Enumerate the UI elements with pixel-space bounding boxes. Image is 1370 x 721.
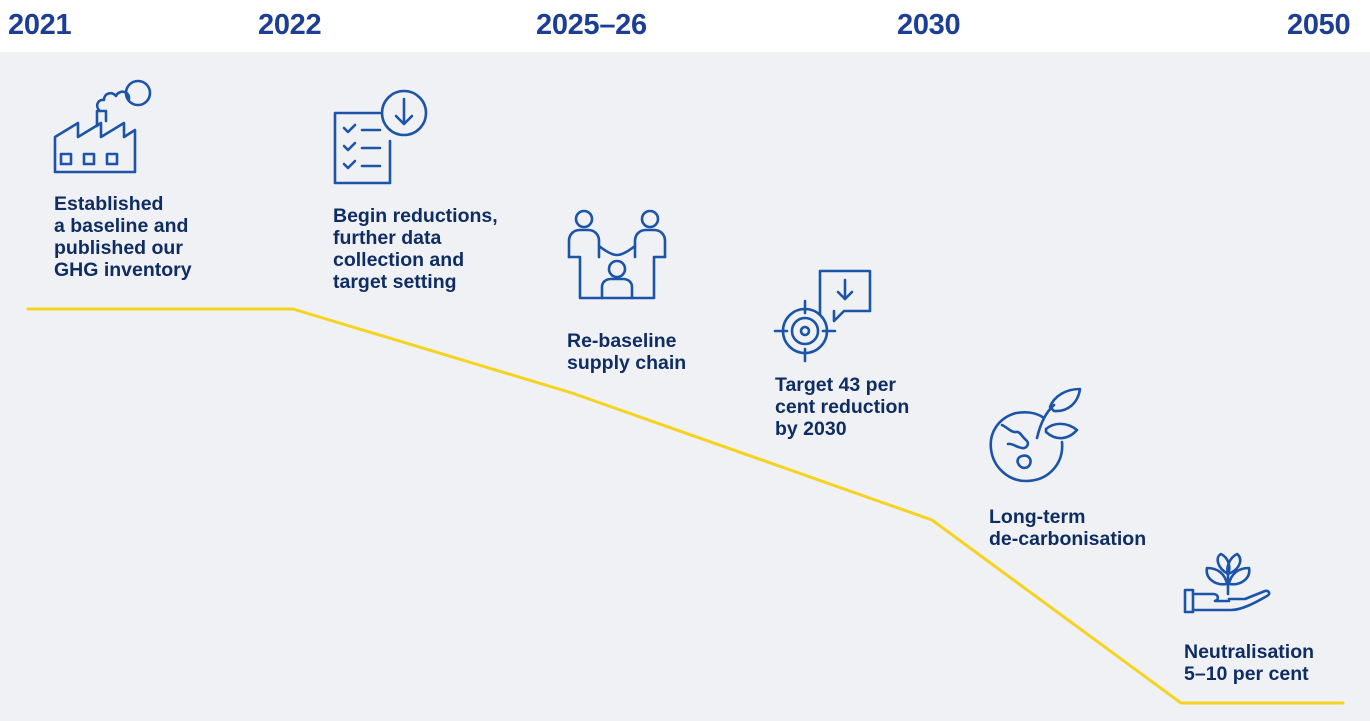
year-label-2022: 2022 <box>258 9 322 41</box>
year-label-2021: 2021 <box>8 9 72 41</box>
hand-plant-icon <box>1183 552 1271 614</box>
milestone-label-decarbonisation: Long-term de-carbonisation <box>989 506 1147 550</box>
year-label-2050: 2050 <box>1287 9 1351 41</box>
trajectory-line <box>26 307 1345 705</box>
year-header: 2021 2022 2025–26 2030 2050 <box>0 0 1370 52</box>
checklist-icon <box>333 89 428 185</box>
milestone-label-baseline: Established a baseline and published our… <box>54 193 192 281</box>
year-label-2030: 2030 <box>897 9 961 41</box>
milestone-label-neutralisation: Neutralisation 5–10 per cent <box>1184 641 1315 685</box>
factory-icon <box>53 79 152 174</box>
target-icon <box>773 269 872 363</box>
year-label-2025-26: 2025–26 <box>536 9 647 41</box>
milestone-label-rebaseline: Re-baseline supply chain <box>567 330 687 374</box>
milestone-label-target: Target 43 per cent reduction by 2030 <box>775 374 910 440</box>
timeline-panel <box>0 52 1370 721</box>
globe-leaf-icon <box>989 387 1082 483</box>
milestone-label-reductions: Begin reductions, further data collectio… <box>333 205 498 293</box>
people-network-icon <box>567 209 667 300</box>
